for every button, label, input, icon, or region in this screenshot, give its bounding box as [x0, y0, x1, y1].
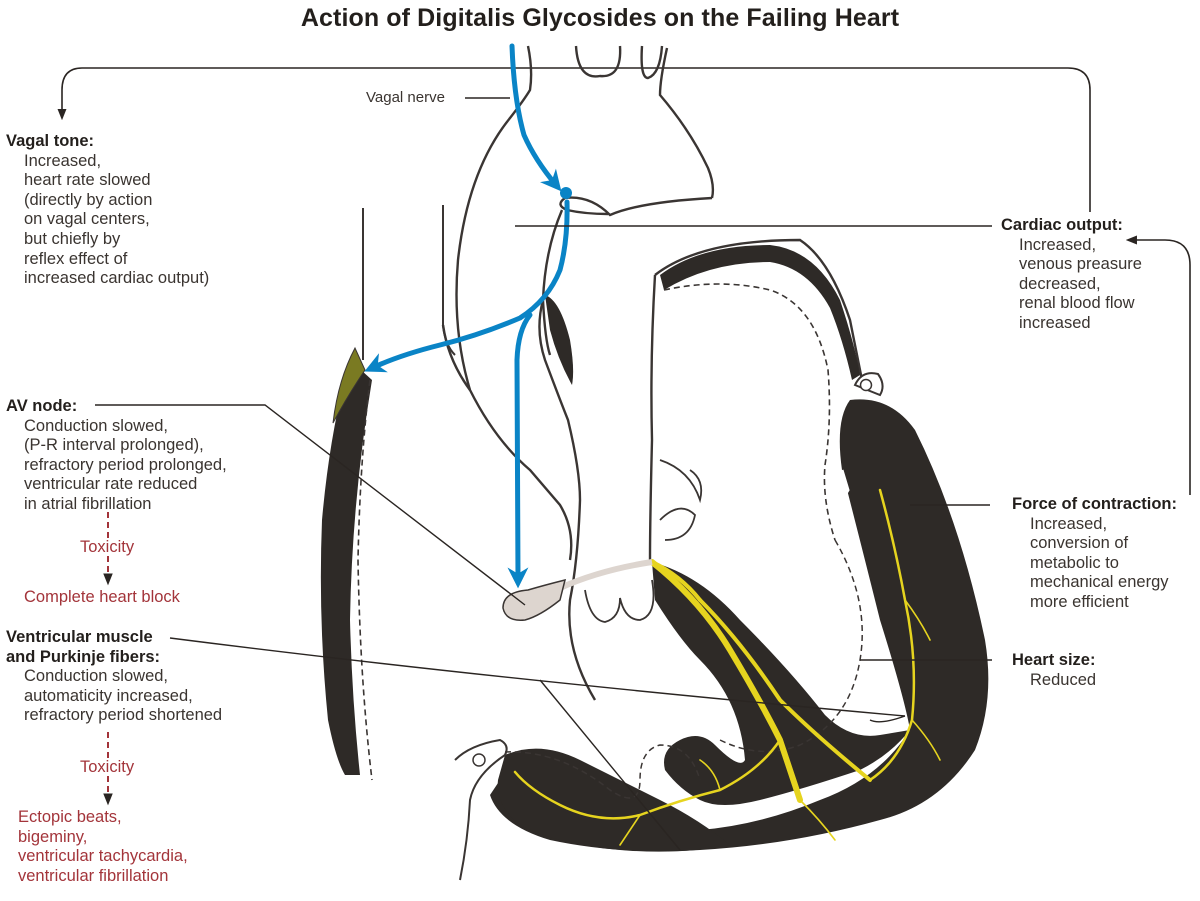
av-node-line: refractory period prolonged,: [24, 455, 227, 474]
mitral-annulus: [853, 372, 884, 397]
ventricular-muscle-heading: and Purkinje fibers:: [6, 647, 161, 666]
vagal-nerve: [364, 43, 570, 589]
cardiac-output-line: increased: [1019, 313, 1091, 332]
cardiac-output-heading: Cardiac output:: [1001, 216, 1123, 234]
cardiac-output-line: decreased,: [1019, 274, 1101, 293]
diagram-title: Action of Digitalis Glycosides on the Fa…: [300, 4, 900, 32]
right-ventricle-wall: [320, 360, 372, 775]
force-of-contraction-line: mechanical energy: [1030, 573, 1169, 592]
trabeculae: [840, 469, 901, 737]
ventricular-leader: [169, 637, 906, 717]
vagal-tone-line: reflex effect of: [24, 249, 128, 268]
av-node-annotation: AV node: Conduction slowed, (P-R interva…: [6, 397, 227, 515]
right-ventricle-endocardium: [357, 379, 373, 781]
av-node-line: (P-R interval prolonged),: [24, 436, 204, 455]
great-vessels: [455, 45, 715, 561]
cardiac-output-line: Increased,: [1019, 235, 1097, 254]
ventricular-toxicity-effect: Ectopic beats,: [18, 808, 122, 826]
av-node-line: Conduction slowed,: [24, 416, 169, 435]
cardiac-output-line: renal blood flow: [1019, 294, 1135, 313]
ventricular-leader-branch: [539, 679, 681, 851]
force-of-contraction-line: metabolic to: [1030, 553, 1119, 572]
leader-lines: [95, 97, 992, 851]
av-node-line: ventricular rate reduced: [24, 475, 198, 494]
cardiac-output-annotation: Cardiac output: Increased, venous preasu…: [1001, 216, 1142, 334]
force-of-contraction-heading: Force of contraction:: [1012, 495, 1178, 513]
heart-size-line: Reduced: [1030, 670, 1097, 689]
ventricular-toxicity-effect: bigeminy,: [18, 827, 88, 846]
vagal-tone-line: (directly by action: [24, 190, 153, 209]
ventricular-muscle-line: Conduction slowed,: [24, 667, 169, 686]
ventricular-toxicity-effects: Ectopic beats, bigeminy, ventricular tac…: [18, 808, 188, 886]
force-of-contraction-annotation: Force of contraction: Increased, convers…: [1012, 495, 1177, 613]
ventricular-toxicity-effect: ventricular fibrillation: [18, 866, 169, 885]
septal-myocardium: [652, 562, 910, 805]
av-node-toxicity-effect: Complete heart block: [24, 588, 180, 606]
lv-dashed: [719, 539, 863, 753]
cardiac-output-line: venous preasure: [1019, 255, 1142, 274]
sa-node: [332, 346, 366, 424]
rv-dashed: [504, 744, 701, 799]
ventricular-leader-branch-2: [869, 715, 906, 723]
av-node: [502, 578, 567, 621]
av-node-toxicity-effects: Complete heart block: [24, 588, 180, 608]
right-atrium: [362, 205, 472, 391]
pulmonary-valve: [545, 295, 574, 385]
feedback-loop-right-line: [1125, 235, 1191, 495]
feedback-loop-top-line: [57, 67, 1091, 212]
vagal-tone-line: Increased,: [24, 151, 102, 170]
av-node-heading: AV node:: [6, 397, 78, 415]
force-of-contraction-line: Increased,: [1030, 514, 1108, 533]
vagal-tone-heading: Vagal tone:: [6, 132, 95, 150]
purkinje-fibers: [513, 488, 941, 846]
septum-outlines: [538, 238, 864, 701]
heart-size-annotation: Heart size: Reduced: [1012, 651, 1096, 690]
av-node-leader: [95, 404, 526, 606]
valve-cusps: [584, 459, 703, 623]
force-of-contraction-line: more efficient: [1030, 592, 1129, 611]
vagal-tone-line: increased cardiac output): [24, 269, 210, 288]
aortic-wall: [660, 245, 860, 380]
vagal-tone-line: on vagal centers,: [24, 210, 150, 229]
ventricular-toxicity-effect: ventricular tachycardia,: [18, 847, 188, 866]
ventricular-muscle-annotation: Ventricular muscle and Purkinje fibers: …: [6, 628, 222, 726]
vagal-nerve-ganglion: [560, 187, 572, 199]
vagal-nerve-label: Vagal nerve: [366, 89, 445, 106]
vagal-tone-annotation: Vagal tone: Increased, heart rate slowed…: [6, 132, 209, 289]
av-node-line: in atrial fibrillation: [24, 494, 152, 513]
force-of-contraction-line: conversion of: [1030, 534, 1129, 553]
heart-size-heading: Heart size:: [1012, 651, 1096, 669]
right-ventricle-lower: [497, 748, 730, 852]
tricuspid-annulus: [472, 753, 486, 767]
vagal-tone-line: heart rate slowed: [24, 171, 151, 190]
vagal-tone-line: but chiefly by: [24, 229, 121, 248]
right-ventricle-lower-outline: [454, 738, 508, 881]
his-bundle: [558, 559, 653, 591]
av-node-toxicity-label: Toxicity: [80, 538, 135, 556]
aortic-dashed: [663, 283, 836, 541]
left-ventricle-wall: [490, 399, 989, 852]
ventricular-muscle-line: automaticity increased,: [24, 686, 193, 705]
ventricular-muscle-line: refractory period shortened: [24, 706, 223, 725]
ventricular-toxicity-label: Toxicity: [80, 758, 135, 776]
ventricular-muscle-heading: Ventricular muscle: [6, 628, 153, 646]
